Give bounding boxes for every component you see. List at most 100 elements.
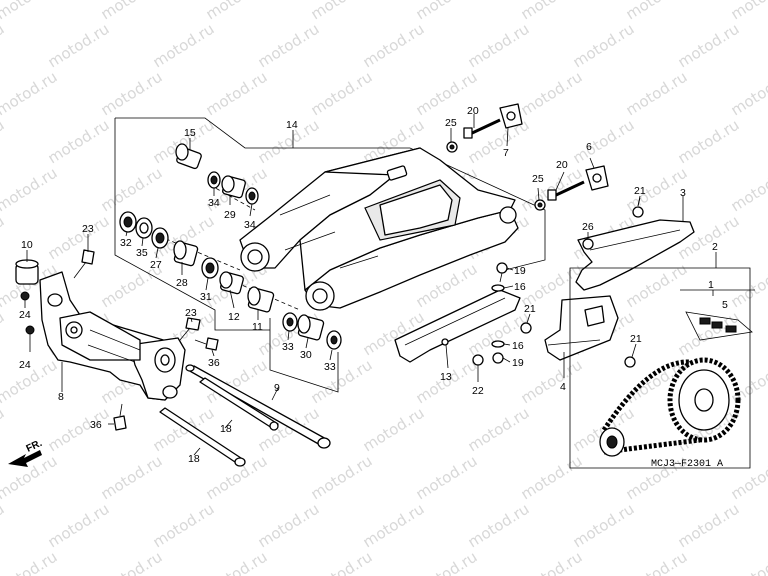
callout-3: 3 [680,187,686,199]
bolt-23-b [179,317,201,341]
bearing-35 [135,217,153,239]
callout-10: 10 [21,239,33,251]
watermark-text: motod.ru [675,500,743,552]
watermark-text: motod.ru [623,68,691,120]
callout-labels: 1 2 3 4 5 6 7 8 9 10 11 12 13 14 15 16 1… [19,105,728,465]
watermark-text: motod.ru [465,20,533,72]
callout-12: 12 [228,311,240,323]
watermark-text: motod.ru [98,68,166,120]
bearing-29 [221,175,246,199]
watermark-text: motod.ru [203,548,271,576]
callout-22: 22 [472,385,484,397]
watermark-text: motod.ru [360,20,428,72]
bearing-30 [297,314,325,341]
watermark-text: motod.ru [728,548,768,576]
watermark-text: motod.ru [98,0,166,23]
front-direction-arrow [8,450,42,467]
collar-16-b [491,340,505,348]
watermark-text: motod.ru [308,452,376,504]
callout-18-b: 18 [188,453,200,465]
bolt-19-a [496,262,508,283]
adjuster-block-6 [585,165,609,191]
callout-7: 7 [503,147,509,159]
callout-20-b: 20 [556,159,568,171]
callout-leaders [24,114,717,456]
watermark-text: motod.ru [728,164,768,216]
callout-29: 29 [224,209,236,221]
watermark-text: motod.ru [203,68,271,120]
pivot-shaft-9 [185,364,331,449]
pivot-bolt-18-b [159,407,246,467]
watermark-text: motod.ru [150,20,218,72]
watermark-text: motod.ru [360,500,428,552]
callout-25-a: 25 [445,117,457,129]
watermark-text: motod.ru [255,500,323,552]
callout-6: 6 [586,141,592,153]
callout-16-a: 16 [514,281,526,293]
callout-9: 9 [274,382,280,394]
watermark-text: motod.ru [98,452,166,504]
watermark-text: motod.ru [570,20,638,72]
watermark-text: motod.ru [0,20,7,72]
callout-1: 1 [708,279,714,291]
callout-21-b: 21 [524,303,536,315]
callout-32: 32 [120,237,132,249]
watermark-text: motod.ru [0,68,60,120]
watermark-text: motod.ru [0,164,60,216]
watermark-text: motod.ru [0,404,7,456]
seal-32 [119,211,137,233]
callout-11: 11 [252,321,263,333]
callout-20-a: 20 [467,105,479,117]
callout-4: 4 [560,381,566,393]
watermark-text: motod.ru [728,452,768,504]
watermark-text: motod.ru [413,452,481,504]
callout-36-b: 36 [90,419,102,431]
watermark-text: motod.ru [0,212,7,264]
bolt-22 [472,354,484,366]
bolt-21-a [520,322,532,334]
callout-23-b: 23 [185,307,197,319]
watermark-text: motod.ru [728,68,768,120]
nut-25-b [534,199,546,211]
watermark-text: motod.ru [570,500,638,552]
watermark-text: motod.ru [0,548,60,576]
drive-chain-1 [601,357,741,455]
front-direction-label: FR. [25,438,44,455]
callout-13: 13 [440,371,452,383]
watermark-text: motod.ru [623,0,691,23]
callout-24-b: 24 [19,359,31,371]
callout-5: 5 [722,299,728,311]
adjuster-bolt-20-b [547,180,585,201]
watermark-text: motod.ru [465,404,533,456]
watermark-text: motod.ru [98,548,166,576]
callout-24-a: 24 [19,309,31,321]
sprocket-guard-4 [544,295,619,361]
collar-12 [219,271,244,295]
watermark-text: motod.ru [0,500,7,552]
callout-33-b: 33 [324,361,336,373]
chain-assembly-bracket-2 [569,267,755,469]
callout-34-a: 34 [208,197,220,209]
callout-31: 31 [200,291,212,303]
callout-21-c: 21 [630,333,642,345]
watermark-text: motod.ru [675,20,743,72]
watermark-text: motod.ru [255,20,323,72]
watermark-text: motod.ru [203,0,271,23]
watermark-text: motod.ru [518,0,586,23]
watermark-text: motod.ru [0,308,7,360]
callout-26: 26 [582,221,594,233]
watermark-text: motod.ru [98,164,166,216]
bolt-21-c [624,356,636,368]
bolt-36-a [194,337,219,351]
seal-34-b [245,187,259,205]
watermark-text: motod.ru [308,548,376,576]
callout-27: 27 [150,259,162,271]
pivot-bushing-10 [15,259,39,285]
watermark-text: motod.ru [518,68,586,120]
seal-33-a [282,312,298,332]
watermark-text: motod.ru [518,452,586,504]
watermark-text: motod.ru [45,212,113,264]
watermark-text: motod.ru [518,356,586,408]
watermark-text: motod.ru [45,500,113,552]
